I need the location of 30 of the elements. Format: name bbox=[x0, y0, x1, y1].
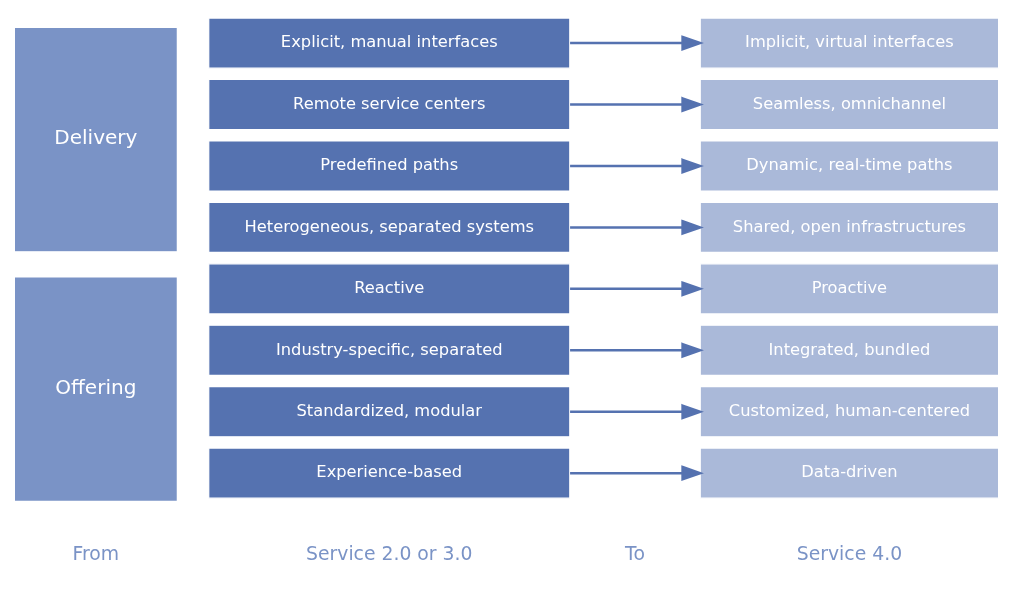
arrow bbox=[569, 96, 704, 113]
label: To bbox=[624, 543, 645, 565]
label: Service 2.0 or 3.0 bbox=[305, 543, 472, 565]
node-box: Explicit, manual interfaces bbox=[207, 17, 570, 69]
node-box: Dynamic, real-time paths bbox=[699, 140, 999, 192]
node-box: Implicit, virtual interfaces bbox=[699, 17, 999, 69]
arrow bbox=[569, 342, 704, 359]
arrow bbox=[569, 403, 704, 420]
node-box: Standardized, modular bbox=[207, 386, 570, 438]
label: From bbox=[72, 543, 119, 565]
arrow bbox=[569, 465, 704, 482]
node-box: Reactive bbox=[207, 263, 570, 315]
node-box: Experience-based bbox=[207, 447, 570, 499]
node-box: Predefined paths bbox=[207, 140, 570, 192]
node-box: Shared, open infrastructures bbox=[699, 201, 999, 254]
arrow bbox=[569, 280, 704, 297]
node-box: Data-driven bbox=[699, 447, 999, 499]
arrow bbox=[569, 35, 704, 51]
node-box: Seamless, omnichannel bbox=[699, 78, 999, 131]
node-box: Customized, human-centered bbox=[699, 386, 999, 438]
label: Service 4.0 bbox=[796, 543, 902, 565]
node-box: Offering bbox=[13, 276, 178, 502]
node-box: Integrated, bundled bbox=[699, 324, 999, 376]
arrow bbox=[569, 219, 704, 236]
arrow bbox=[569, 158, 704, 174]
node-box: Delivery bbox=[13, 26, 178, 253]
node-box: Industry-specific, separated bbox=[207, 324, 570, 376]
node-box: Proactive bbox=[699, 263, 999, 315]
node-box: Remote service centers bbox=[207, 78, 570, 131]
node-box: Heterogeneous, separated systems bbox=[207, 201, 570, 254]
